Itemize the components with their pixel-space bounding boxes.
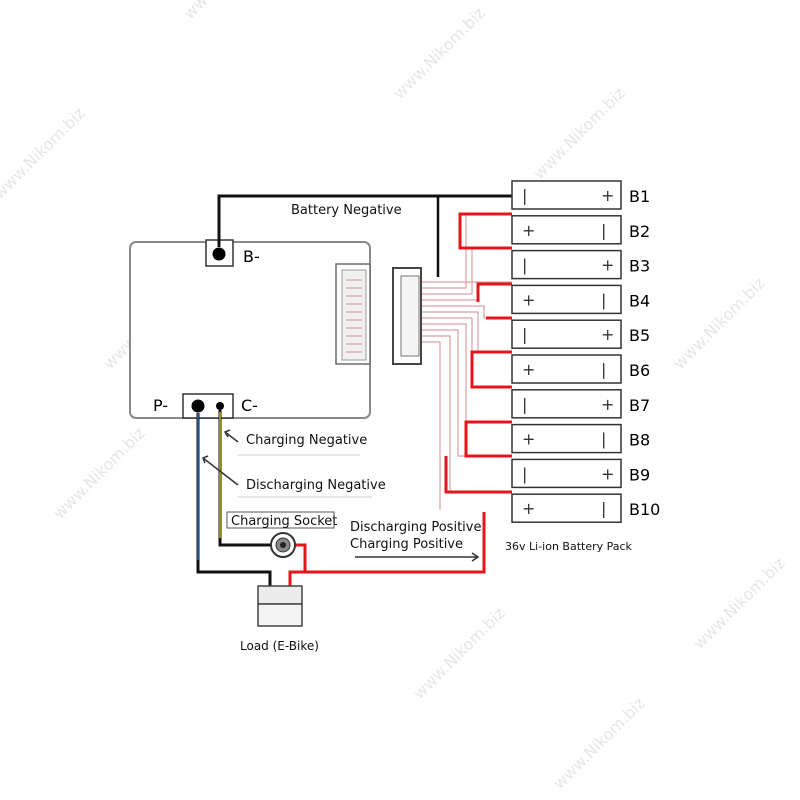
watermark-text: www.Nikom.biz [409, 604, 508, 703]
cell-right-terminal: + [601, 325, 614, 344]
load-device [257, 585, 303, 627]
cell-label: B2 [629, 222, 650, 241]
cell-right-terminal: | [601, 290, 606, 309]
charging-positive-wire [293, 543, 307, 572]
charging-socket-label: Charging Socket [231, 514, 337, 529]
p-minus-label: P- [153, 396, 168, 415]
cell-right-terminal: | [601, 360, 606, 379]
cell-label: B8 [629, 431, 650, 450]
cell-left-terminal: | [522, 395, 527, 414]
charging-negative-label: Charging Negative [246, 433, 367, 448]
battery-cell-body [511, 319, 622, 349]
watermark-group: www.Nikom.biz www.Nikom.biz www.Nikom.bi… [0, 0, 789, 793]
cell-right-terminal: + [601, 395, 614, 414]
watermark-text: www.Nikom.biz [179, 0, 278, 23]
balance-plug-inner [400, 275, 420, 357]
charging-socket-label-box [226, 511, 335, 529]
board-balance-connector-inner [341, 269, 367, 361]
battery-cell: + | B2 [511, 215, 650, 245]
battery-cell: | + B3 [511, 249, 650, 280]
watermark-text: www.Nikom.biz [669, 274, 768, 373]
cell-link-wires [444, 212, 512, 494]
battery-cell: + | B10 [511, 493, 660, 523]
p-c-terminal-box [182, 393, 234, 419]
watermark-text: www.Nikom.biz [689, 554, 788, 653]
cell-label: B1 [629, 187, 650, 206]
cell-left-terminal: | [522, 256, 527, 275]
cell-right-terminal: + [601, 186, 614, 205]
battery-negative-label: Battery Negative [291, 203, 402, 218]
c-minus-terminal [216, 402, 224, 410]
cell-label: B9 [629, 465, 650, 484]
battery-cell-body [511, 215, 622, 245]
battery-pack-label: 36v Li-ion Battery Pack [505, 540, 633, 553]
battery-cell: | + B5 [511, 319, 650, 349]
cell-left-terminal: + [522, 360, 535, 379]
cell-left-terminal: | [522, 325, 527, 344]
cell-label: B3 [629, 257, 650, 276]
cell-left-terminal: + [522, 499, 535, 518]
battery-cell-body [511, 389, 622, 419]
discharging-positive-label: Discharging Positive [350, 520, 481, 535]
p-minus-terminal [191, 399, 205, 413]
bms-board-outline [129, 241, 371, 419]
cell-left-terminal: + [522, 430, 535, 449]
battery-cell: + | B8 [511, 423, 650, 454]
cell-label: B7 [629, 396, 650, 415]
balance-wires [420, 213, 512, 510]
c-minus-label: C- [241, 396, 258, 415]
battery-negative-wire: Battery Negative [217, 194, 512, 277]
battery-cell-body [511, 284, 622, 315]
watermark-text: www.Nikom.biz [549, 694, 648, 793]
cell-left-terminal: | [522, 186, 527, 205]
cell-left-terminal: + [522, 290, 535, 309]
b-minus-terminal [212, 247, 226, 261]
cell-right-terminal: | [601, 221, 606, 240]
charging-positive-label: Charging Positive [350, 537, 463, 552]
battery-cell: + | B4 [511, 284, 650, 315]
battery-cell: | + B9 [511, 458, 650, 489]
cell-label: B5 [629, 326, 650, 345]
battery-cell-body [511, 458, 622, 489]
balance-plug [392, 267, 422, 365]
board-connector-pins [346, 279, 362, 353]
cell-label: B6 [629, 361, 650, 380]
cell-right-terminal: + [601, 256, 614, 275]
battery-cell-body [511, 493, 622, 523]
battery-cell-body [511, 249, 622, 280]
battery-cell: + | B6 [511, 354, 650, 384]
b-minus-label: B- [243, 247, 260, 266]
cell-right-terminal: + [601, 464, 614, 483]
battery-cell-body [511, 180, 622, 210]
cell-label: B10 [629, 500, 660, 519]
watermark-text: www.Nikom.biz [389, 4, 488, 103]
battery-cell: | + B7 [511, 389, 650, 419]
battery-cell-body [511, 354, 622, 384]
watermark-text: www.Nikom.biz [0, 104, 89, 203]
charging-socket [270, 532, 296, 558]
discharging-negative-label: Discharging Negative [246, 478, 386, 493]
bms-board: B- P- C- [129, 239, 371, 419]
cell-label: B4 [629, 291, 650, 310]
cell-left-terminal: + [522, 221, 535, 240]
cell-left-terminal: | [522, 464, 527, 483]
battery-cells: | + B1 + | B2 | + B3 + | B4 | + B5 + | B6 | + B7 + | B8 | + B9 + | B1… [511, 180, 660, 523]
cell-right-terminal: | [601, 499, 606, 518]
load-label: Load (E-Bike) [240, 639, 319, 653]
battery-cell: | + B1 [511, 180, 650, 210]
watermark-text: www.Nikom.biz [49, 424, 148, 523]
cell-right-terminal: | [601, 430, 606, 449]
pack-positive-wire [288, 512, 486, 590]
annotation-arrows [202, 429, 480, 562]
watermark-text: www.Nikom.biz [529, 84, 628, 183]
battery-cell-body [511, 423, 622, 454]
